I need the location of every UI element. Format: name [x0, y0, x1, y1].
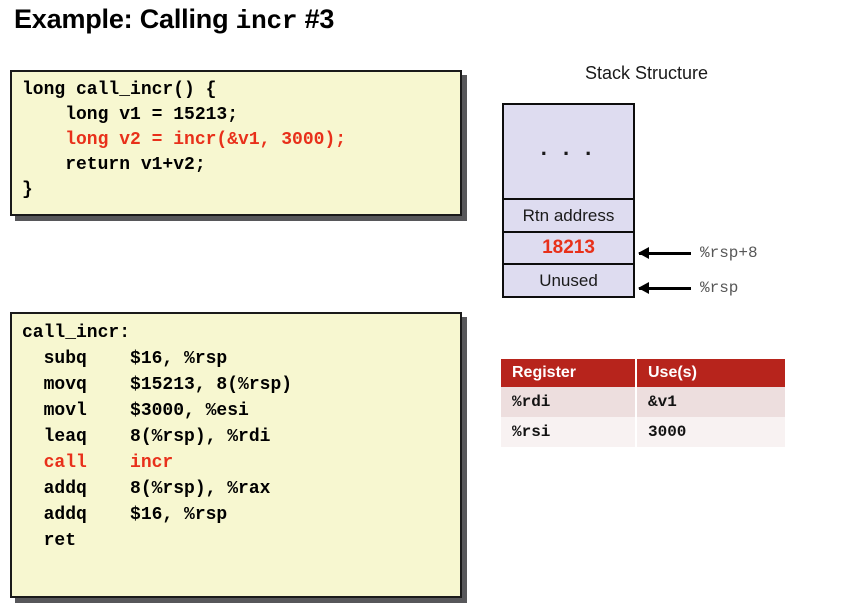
asm-line-addq-rsp: addq $16, %rsp	[22, 505, 228, 525]
asm-line-call-highlighted: call incr	[22, 453, 174, 473]
asm-line-subq: subq $16, %rsp	[22, 349, 228, 369]
left-arrow-icon	[638, 246, 691, 259]
left-arrow-icon	[638, 281, 691, 294]
column-header-uses: Use(s)	[636, 359, 785, 387]
cell-use-rsi: 3000	[636, 417, 785, 447]
stack-diagram: . . . Rtn address 18213 Unused	[502, 103, 635, 298]
page-title-suffix: #3	[297, 4, 335, 34]
column-header-register: Register	[501, 359, 637, 387]
asm-line-leaq: leaq 8(%rsp), %rdi	[22, 427, 271, 447]
asm-line-addq-rax: addq 8(%rsp), %rax	[22, 479, 271, 499]
asm-line-movq: movq $15213, 8(%rsp)	[22, 375, 293, 395]
cell-register-rsi: %rsi	[501, 417, 637, 447]
page-title-code: incr	[235, 6, 298, 36]
assembly-code-text: call_incr: subq $16, %rsp movq $15213, 8…	[12, 314, 460, 560]
c-source-code-text: long call_incr() { long v1 = 15213; long…	[12, 72, 460, 209]
asm-label: call_incr:	[22, 323, 131, 343]
pointer-label-rsp: %rsp	[700, 279, 739, 297]
cell-use-rdi: &v1	[636, 387, 785, 417]
stack-cell-unused: Unused	[502, 263, 635, 298]
table-row: %rsi 3000	[501, 417, 785, 447]
assembly-code-box: call_incr: subq $16, %rsp movq $15213, 8…	[10, 312, 462, 598]
table-row: %rdi &v1	[501, 387, 785, 417]
cell-register-rdi: %rdi	[501, 387, 637, 417]
stack-cell-return-address: Rtn address	[502, 198, 635, 233]
pointer-label-rsp-plus-8: %rsp+8	[700, 244, 758, 262]
c-code-line-1: long call_incr() {	[22, 80, 217, 100]
asm-line-movl: movl $3000, %esi	[22, 401, 249, 421]
stack-cell-ellipsis: . . .	[502, 103, 635, 200]
c-source-code-box: long call_incr() { long v1 = 15213; long…	[10, 70, 462, 216]
asm-line-ret: ret	[22, 531, 77, 551]
page-title-prefix: Example: Calling	[14, 4, 236, 34]
c-code-line-2: long v1 = 15213;	[22, 105, 239, 125]
page-title: Example: Calling incr #3	[14, 4, 334, 36]
stack-structure-title: Stack Structure	[585, 63, 709, 83]
c-code-line-5: }	[22, 180, 33, 200]
table-header-row: Register Use(s)	[501, 359, 785, 387]
c-code-line-4: return v1+v2;	[22, 155, 206, 175]
register-usage-table: Register Use(s) %rdi &v1 %rsi 3000	[501, 359, 785, 447]
c-code-line-3-highlighted: long v2 = incr(&v1, 3000);	[22, 130, 347, 150]
stack-cell-value-18213: 18213	[502, 231, 635, 265]
